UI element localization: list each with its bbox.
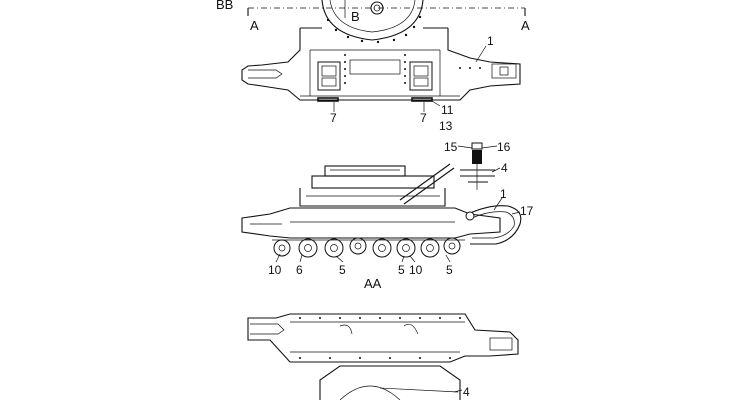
leader-5-right [445, 254, 451, 263]
gear-hub-center [373, 4, 381, 12]
tension-loop-inner [471, 211, 515, 239]
bottom-view [247, 313, 519, 400]
left-arm-slot [248, 69, 283, 79]
frame-bolt-rows [344, 54, 481, 84]
housing-bolts [326, 15, 422, 44]
side-view-aa [241, 142, 522, 263]
callout-4-bottom: 4 [463, 385, 470, 399]
leader-10-mid [409, 255, 416, 263]
callout-1-top: 1 [487, 34, 494, 48]
gear-hub [370, 1, 384, 15]
callout-10-mid: 10 [409, 263, 423, 277]
leader-17 [511, 211, 521, 215]
tension-loop-17 [467, 205, 522, 245]
upper-frame [299, 188, 446, 207]
leader-6 [299, 254, 303, 263]
label-cut-a-left: A [250, 18, 259, 33]
leader-4-mid [491, 167, 501, 173]
pad-7-right [411, 97, 433, 102]
diagonal-support-edge [403, 167, 455, 205]
leader-4-bottom [453, 389, 463, 393]
leader-1-mid [493, 197, 503, 211]
callout-15: 15 [444, 140, 458, 154]
leader-16 [481, 145, 498, 149]
track-rollers [273, 237, 461, 258]
label-section-aa: AA [364, 276, 382, 291]
upper-rail [311, 175, 435, 189]
callout-4-mid: 4 [501, 161, 508, 175]
tension-pin [465, 211, 475, 221]
callout-6: 6 [296, 263, 303, 277]
bolt-shank-threads [472, 150, 482, 164]
bottom-left-arm [250, 323, 285, 335]
gear-housing-outline [321, 0, 424, 41]
right-arm-pin [499, 66, 509, 76]
bottom-frame-outline [247, 313, 519, 363]
diagonal-support [399, 163, 451, 201]
gear-housing-inner [329, 0, 416, 33]
leader-10-left [275, 253, 281, 263]
bottom-right-mount [489, 337, 513, 351]
bottom-bolts [299, 317, 461, 359]
right-arm-mount [491, 63, 517, 79]
callout-7-right: 7 [420, 111, 427, 125]
callout-11: 11 [441, 103, 454, 117]
bottom-ring-left [339, 324, 353, 335]
bolt-head-16 [471, 142, 483, 150]
label-cut-b: B [351, 9, 360, 24]
leader-11 [431, 100, 441, 107]
callout-7-left: 7 [330, 111, 337, 125]
leader-15 [457, 145, 473, 149]
leader-5-left [335, 255, 344, 263]
callout-5-right: 5 [446, 263, 453, 277]
lower-diagonal [379, 387, 459, 393]
lower-gear-arc [339, 385, 401, 400]
callout-10-left: 10 [268, 263, 282, 277]
callout-16: 16 [497, 140, 511, 154]
callout-17: 17 [520, 204, 534, 218]
callout-5-left: 5 [339, 263, 346, 277]
bottom-ring-right [403, 323, 419, 335]
callout-5-mid: 5 [398, 263, 405, 277]
bracket-right [409, 61, 433, 91]
label-cut-a-right: A [521, 18, 530, 33]
track-frame [241, 207, 501, 239]
callout-1-mid: 1 [500, 187, 507, 201]
bracket-left [317, 61, 341, 91]
lower-housing [319, 365, 461, 400]
frame-outline [241, 28, 521, 101]
top-view-bb [241, 0, 526, 112]
label-section-bb: BB [216, 0, 233, 12]
top-cover-plate [324, 165, 406, 177]
leader-1-top [475, 45, 487, 63]
callout-13: 13 [439, 119, 453, 133]
center-plate [349, 59, 401, 75]
pad-7-left [317, 97, 339, 102]
leader-5-mid [401, 255, 405, 263]
